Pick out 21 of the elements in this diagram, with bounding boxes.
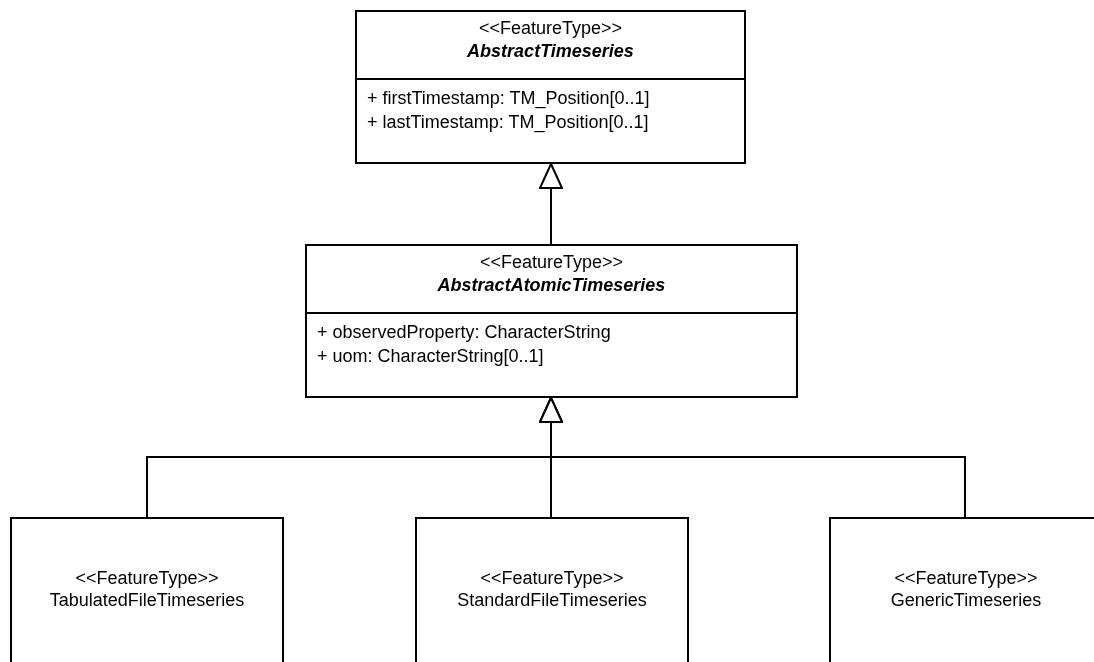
- attribute-text: + firstTimestamp: TM_Position[0..1]: [367, 87, 650, 109]
- generalization-arrow: [539, 163, 563, 245]
- generalization-arrow: [539, 397, 966, 518]
- stereotype-label: <<FeatureType>>: [479, 567, 625, 589]
- class-box: [829, 517, 1094, 662]
- stereotype-label: <<FeatureType>>: [893, 567, 1039, 589]
- class-box: [10, 517, 284, 662]
- attribute-text: + uom: CharacterString[0..1]: [317, 345, 544, 367]
- class-box: [355, 10, 746, 164]
- attribute-text: + lastTimestamp: TM_Position[0..1]: [367, 111, 649, 133]
- stereotype-label: <<FeatureType>>: [478, 251, 625, 273]
- class-box: [415, 517, 689, 662]
- attribute-text: + observedProperty: CharacterString: [317, 321, 611, 343]
- class-name: TabulatedFileTimeseries: [48, 589, 246, 611]
- stereotype-label: <<FeatureType>>: [477, 17, 624, 39]
- class-name: AbstractTimeseries: [466, 40, 635, 62]
- stereotype-label: <<FeatureType>>: [74, 567, 220, 589]
- class-name: StandardFileTimeseries: [456, 589, 648, 611]
- class-name: AbstractAtomicTimeseries: [436, 274, 667, 296]
- class-box: [305, 244, 798, 398]
- class-name: GenericTimeseries: [889, 589, 1043, 611]
